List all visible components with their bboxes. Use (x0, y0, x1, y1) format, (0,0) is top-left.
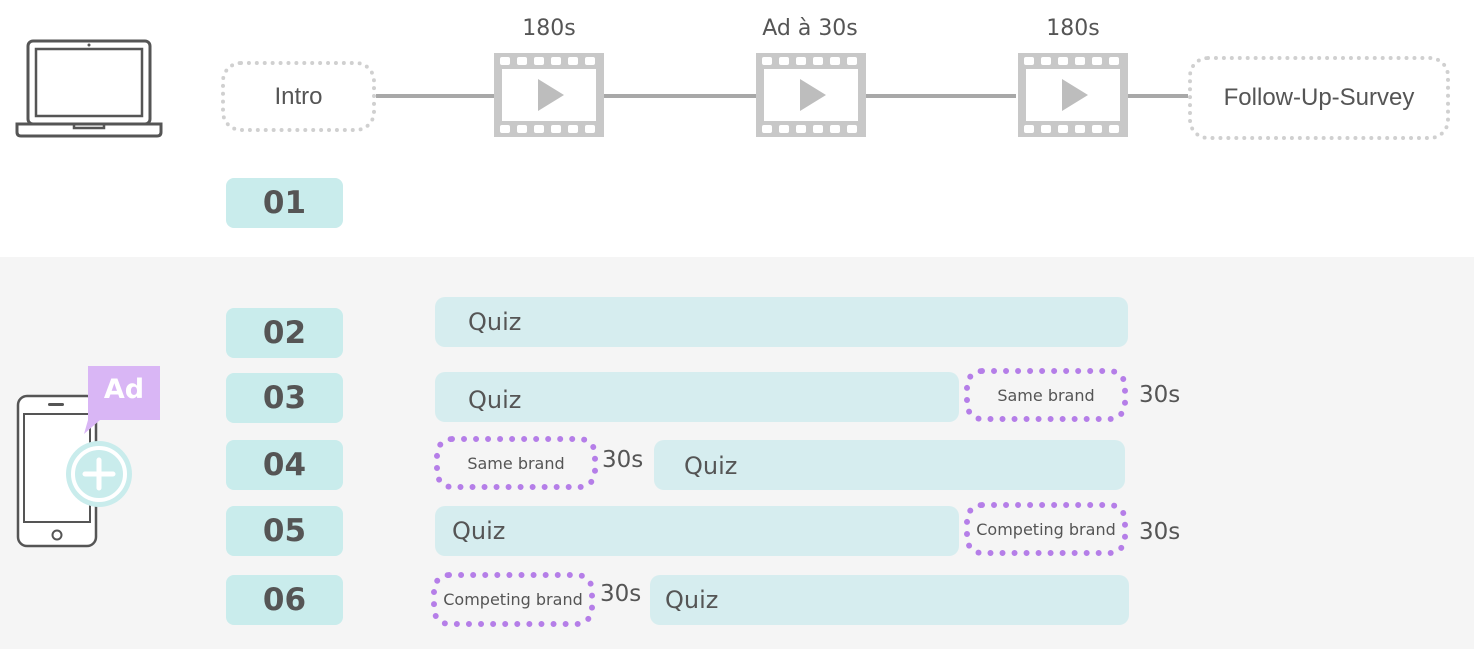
ad-competing-brand: Competing brand (431, 572, 595, 627)
film-strip-icon (756, 53, 866, 137)
ad-same-brand: Same brand (964, 368, 1128, 422)
ad-badge-label: Ad (103, 374, 145, 405)
ad-duration: 30s (1139, 519, 1181, 545)
condition-label: 03 (226, 373, 343, 423)
quiz-label: Quiz (665, 586, 719, 614)
ad-duration: 30s (602, 447, 644, 473)
timeline-connector (604, 94, 758, 98)
quiz-bar: Quiz (435, 297, 1128, 347)
film-strip-icon (494, 53, 604, 137)
video-3-duration: 180s (1046, 16, 1100, 41)
play-icon (1062, 79, 1088, 111)
intro-label: Intro (274, 82, 323, 110)
follow-up-survey-box: Follow-Up-Survey (1188, 56, 1450, 140)
quiz-bar: Quiz (650, 575, 1129, 625)
ad-same-brand: Same brand (434, 436, 598, 490)
ad-label: Same brand (997, 385, 1095, 405)
play-icon (538, 79, 564, 111)
video-2-duration: Ad à 30s (762, 16, 858, 41)
quiz-bar: Quiz (435, 506, 959, 556)
condition-label: 01 (226, 178, 343, 228)
timeline-connector (866, 94, 1016, 98)
film-strip-icon (1018, 53, 1128, 137)
video-1-duration: 180s (522, 16, 576, 41)
ad-label: Same brand (467, 453, 565, 473)
ad-duration: 30s (1139, 382, 1181, 408)
ad-duration: 30s (600, 581, 642, 607)
laptop-icon (15, 39, 163, 138)
timeline-connector (1128, 94, 1190, 98)
ad-label: Competing brand (443, 590, 583, 609)
intro-box: Intro (221, 61, 376, 132)
smartphone-icon (16, 366, 160, 548)
condition-label: 06 (226, 575, 343, 625)
condition-label: 02 (226, 308, 343, 358)
quiz-label: Quiz (468, 386, 522, 414)
quiz-label: Quiz (452, 517, 506, 545)
follow-up-survey-label: Follow-Up-Survey (1223, 84, 1415, 111)
ad-label: Competing brand (976, 519, 1116, 539)
quiz-bar: Quiz (654, 440, 1125, 490)
play-icon (800, 79, 826, 111)
quiz-bar: Quiz (435, 372, 959, 422)
condition-label: 05 (226, 506, 343, 556)
condition-label: 04 (226, 440, 343, 490)
timeline-connector (376, 94, 496, 98)
plus-icon (82, 457, 116, 491)
quiz-label: Quiz (468, 308, 522, 336)
ad-competing-brand: Competing brand (964, 502, 1128, 556)
quiz-label: Quiz (684, 452, 738, 480)
